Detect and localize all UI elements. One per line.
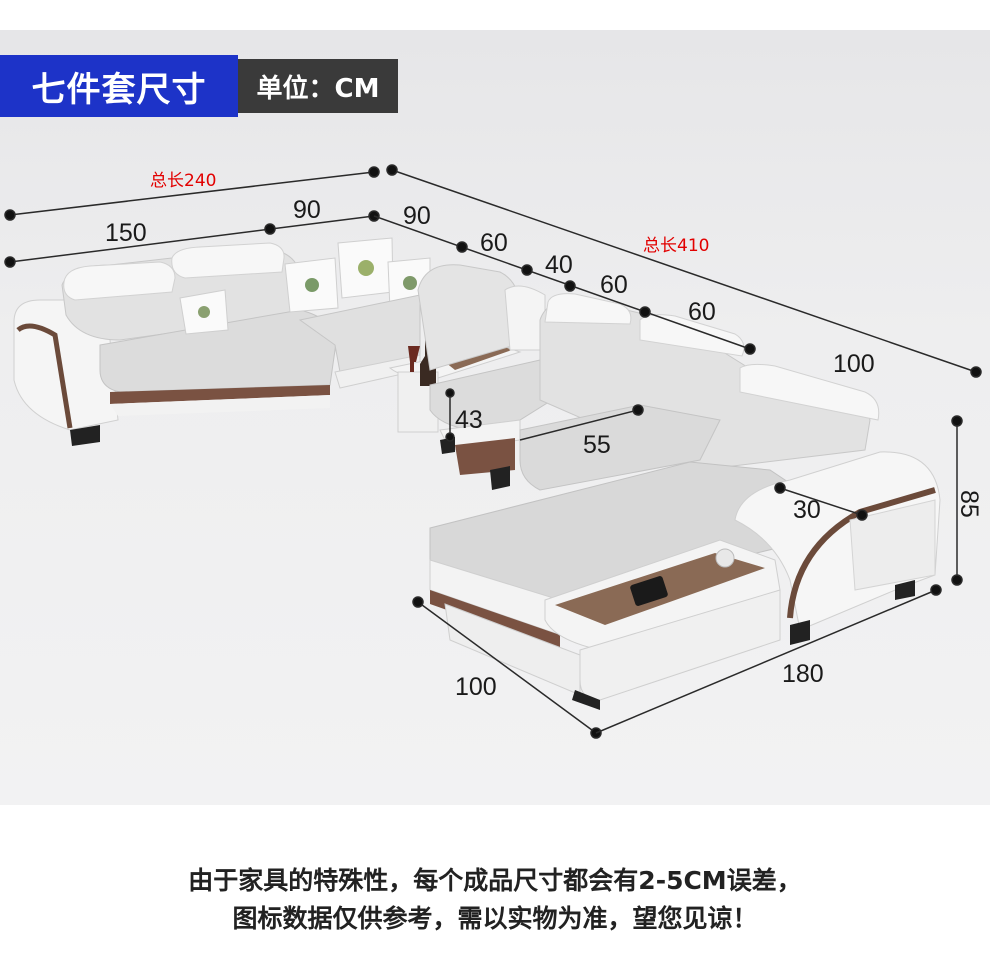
dim-100-top: 100: [833, 350, 875, 378]
disclaimer: 由于家具的特殊性，每个成品尺寸都会有2-5CM误差， 图标数据仅供参考，需以实物…: [0, 862, 990, 938]
dim-85: 85: [955, 490, 983, 518]
dim-180: 180: [782, 660, 824, 688]
total-length-right: 总长410: [643, 236, 709, 256]
page-title: 七件套尺寸: [0, 55, 238, 117]
title-banner: 七件套尺寸 单位：CM: [0, 55, 400, 117]
wine-bottle: [420, 340, 436, 386]
total-length-left: 总长240: [150, 171, 216, 191]
dim-60-c: 60: [688, 298, 716, 326]
right-seat: [519, 404, 721, 491]
dim-43: 43: [455, 406, 483, 434]
dimension-labels: 总长240 总长410 150 90 90 60 40 60 60 100 43…: [105, 171, 983, 701]
headrest-right-1: [544, 293, 632, 325]
sofa-illustration: [13, 237, 941, 710]
dim-90-left: 90: [293, 196, 321, 224]
phone: [630, 576, 668, 606]
dim-150: 150: [105, 219, 147, 247]
dim-100-bottom: 100: [455, 673, 497, 701]
dim-60-b: 60: [600, 271, 628, 299]
dimension-lines: [4, 164, 982, 739]
unit-label: 单位：CM: [238, 59, 398, 113]
right-armrest: [734, 451, 941, 631]
wireless-charger: [715, 548, 735, 568]
headrest-left-1: [63, 261, 176, 301]
disclaimer-line-2: 图标数据仅供参考，需以实物为准，望您见谅！: [232, 904, 758, 933]
dim-55: 55: [583, 431, 611, 459]
wine-glass: [408, 346, 420, 372]
headrest-left-2: [171, 242, 285, 279]
dim-40: 40: [545, 251, 573, 279]
headrest-right-3: [739, 363, 880, 421]
dim-30: 30: [793, 496, 821, 524]
dim-90-right: 90: [403, 202, 431, 230]
left-seat: [99, 309, 337, 393]
dim-60-a: 60: [480, 229, 508, 257]
disclaimer-line-1: 由于家具的特殊性，每个成品尺寸都会有2-5CM误差，: [188, 866, 802, 895]
